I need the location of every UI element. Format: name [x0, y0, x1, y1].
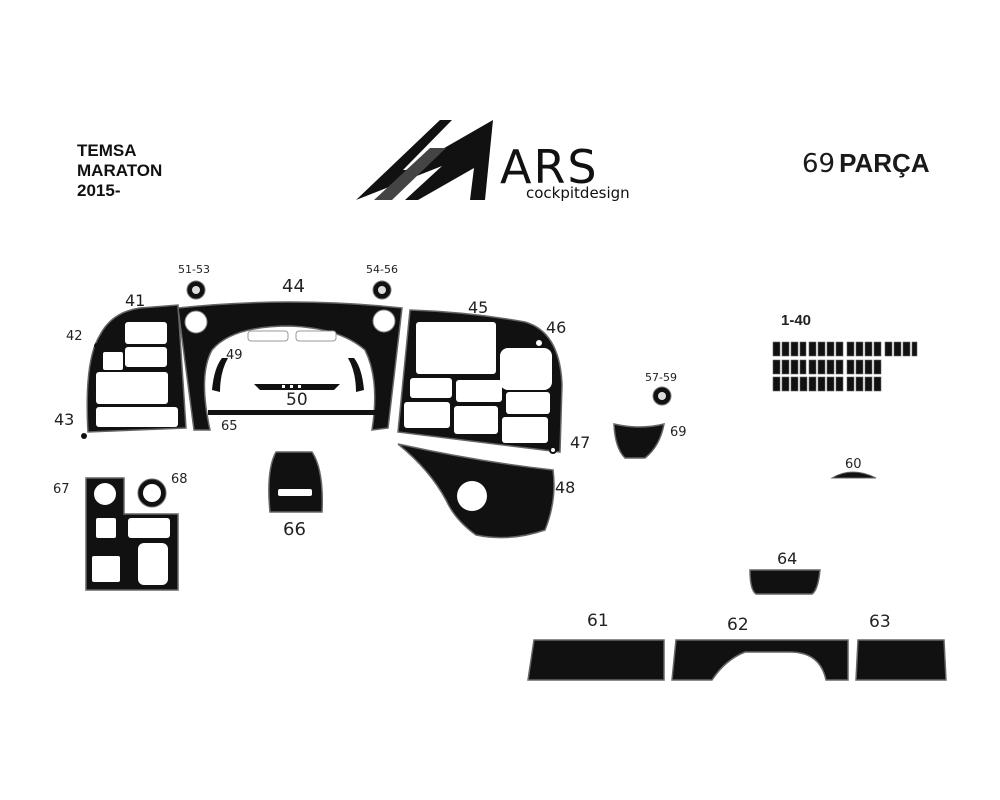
label-67: 67 — [53, 482, 70, 497]
label-65: 65 — [221, 419, 238, 434]
part-51-53 — [186, 280, 206, 300]
part-63 — [855, 639, 947, 681]
label-57-59: 57-59 — [645, 371, 677, 384]
part-54-56 — [372, 280, 392, 300]
part-62 — [671, 639, 849, 681]
label-54-56: 54-56 — [366, 263, 398, 276]
label-47: 47 — [570, 433, 591, 452]
logo-m-shade — [374, 148, 446, 200]
part-44 — [177, 301, 403, 431]
label-50: 50 — [286, 390, 308, 410]
part-66 — [268, 451, 324, 513]
part-48 — [397, 443, 555, 539]
label-48: 48 — [555, 478, 576, 497]
part-45 — [397, 309, 563, 453]
label-66: 66 — [283, 519, 306, 540]
label-62: 62 — [727, 615, 749, 635]
part-42 — [94, 343, 100, 349]
label-61: 61 — [587, 611, 609, 631]
part-60 — [830, 471, 877, 479]
label-41: 41 — [125, 291, 146, 310]
vehicle-model: MARATON — [77, 161, 163, 180]
logo-tagline: cockpitdesign — [526, 184, 630, 202]
label-1-40: 1-40 — [781, 312, 812, 329]
piece-count-word: PARÇA — [839, 148, 930, 178]
vehicle-info: TEMSA MARATON 2015- — [77, 141, 162, 201]
part-46 — [534, 338, 544, 348]
part-49 — [212, 358, 364, 392]
label-68: 68 — [171, 472, 188, 487]
part-1-40 — [772, 341, 918, 392]
logo-wordmark: ARS — [500, 140, 599, 194]
label-69: 69 — [670, 425, 687, 440]
part-69 — [613, 422, 665, 459]
label-44: 44 — [282, 276, 305, 297]
vehicle-make: TEMSA — [77, 141, 137, 160]
part-64 — [749, 569, 821, 595]
label-63: 63 — [869, 612, 891, 632]
part-57-59 — [652, 386, 672, 406]
piece-count-number: 69 — [802, 149, 836, 179]
label-49: 49 — [226, 348, 243, 363]
label-43: 43 — [54, 410, 75, 429]
part-67 — [85, 477, 179, 591]
brand-logo: ARS cockpitdesign — [356, 120, 630, 202]
label-46: 46 — [546, 318, 567, 337]
part-47 — [549, 446, 557, 454]
label-42: 42 — [66, 329, 83, 344]
part-68 — [137, 478, 167, 508]
part-41 — [86, 304, 187, 433]
part-43 — [81, 433, 87, 439]
label-45: 45 — [468, 298, 489, 317]
vehicle-year: 2015- — [77, 181, 121, 200]
label-60: 60 — [845, 457, 862, 472]
part-65 — [208, 410, 376, 415]
part-50 — [254, 384, 340, 390]
part-61 — [527, 639, 665, 681]
label-51-53: 51-53 — [178, 263, 210, 276]
label-64: 64 — [777, 549, 798, 568]
